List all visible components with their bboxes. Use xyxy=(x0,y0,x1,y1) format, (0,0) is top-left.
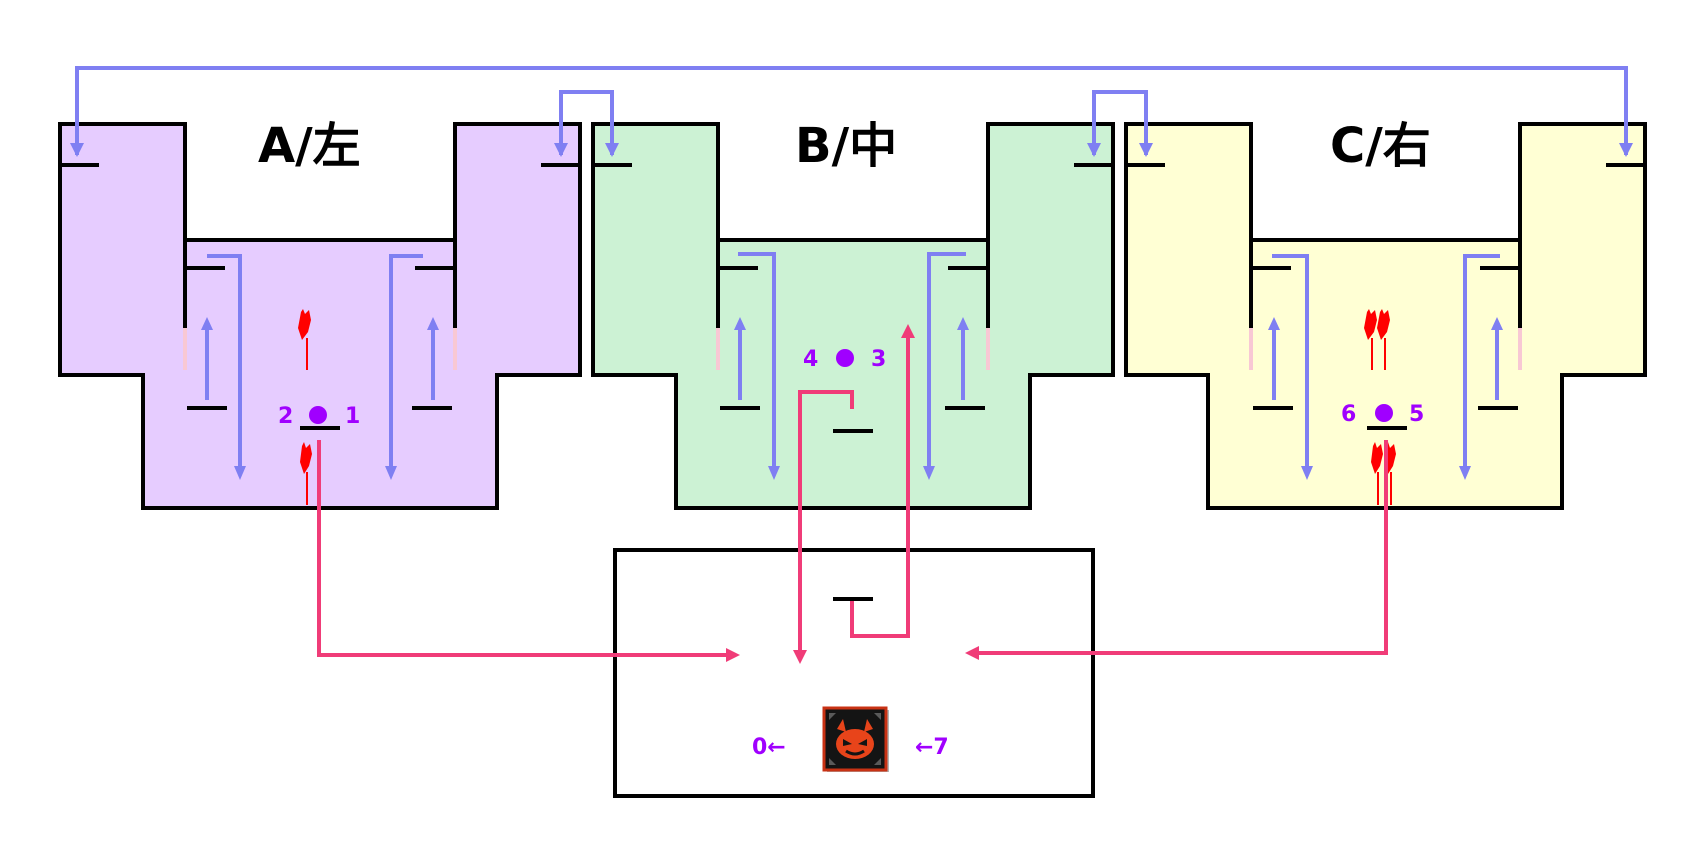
spot-label-a-right: 1 xyxy=(345,404,360,429)
blue-routes xyxy=(70,66,1633,480)
zone-b-title: B/中 xyxy=(795,118,897,174)
zone-c-title: C/右 xyxy=(1330,118,1431,174)
demon-face-icon xyxy=(822,706,889,772)
spot-label-center-left: 0← xyxy=(752,735,786,760)
purple-dot-icon xyxy=(1375,404,1393,422)
flame-marker-icon xyxy=(298,309,311,370)
zone-c: 6 5 C/右 xyxy=(1124,118,1647,510)
spot-label-b-left: 4 xyxy=(803,347,818,372)
flame-marker-icon xyxy=(300,442,312,505)
spot-label-c-right: 5 xyxy=(1409,402,1424,427)
zone-b-platform xyxy=(591,122,1115,510)
purple-dot-icon xyxy=(309,406,327,424)
spot-label-c-left: 6 xyxy=(1341,402,1356,427)
zone-a-title: A/左 xyxy=(258,118,361,174)
spot-label-b-right: 3 xyxy=(871,347,886,372)
purple-dot-icon xyxy=(836,349,854,367)
pink-routes xyxy=(317,324,1388,664)
center-room: 0← ←7 xyxy=(613,548,1095,798)
flame-marker-icon xyxy=(1364,309,1390,370)
zone-a: 2 1 A/左 xyxy=(58,118,582,510)
spot-label-center-right: ←7 xyxy=(915,735,949,760)
zone-b: 4 3 B/中 xyxy=(591,118,1115,510)
spot-label-a-left: 2 xyxy=(278,404,293,429)
